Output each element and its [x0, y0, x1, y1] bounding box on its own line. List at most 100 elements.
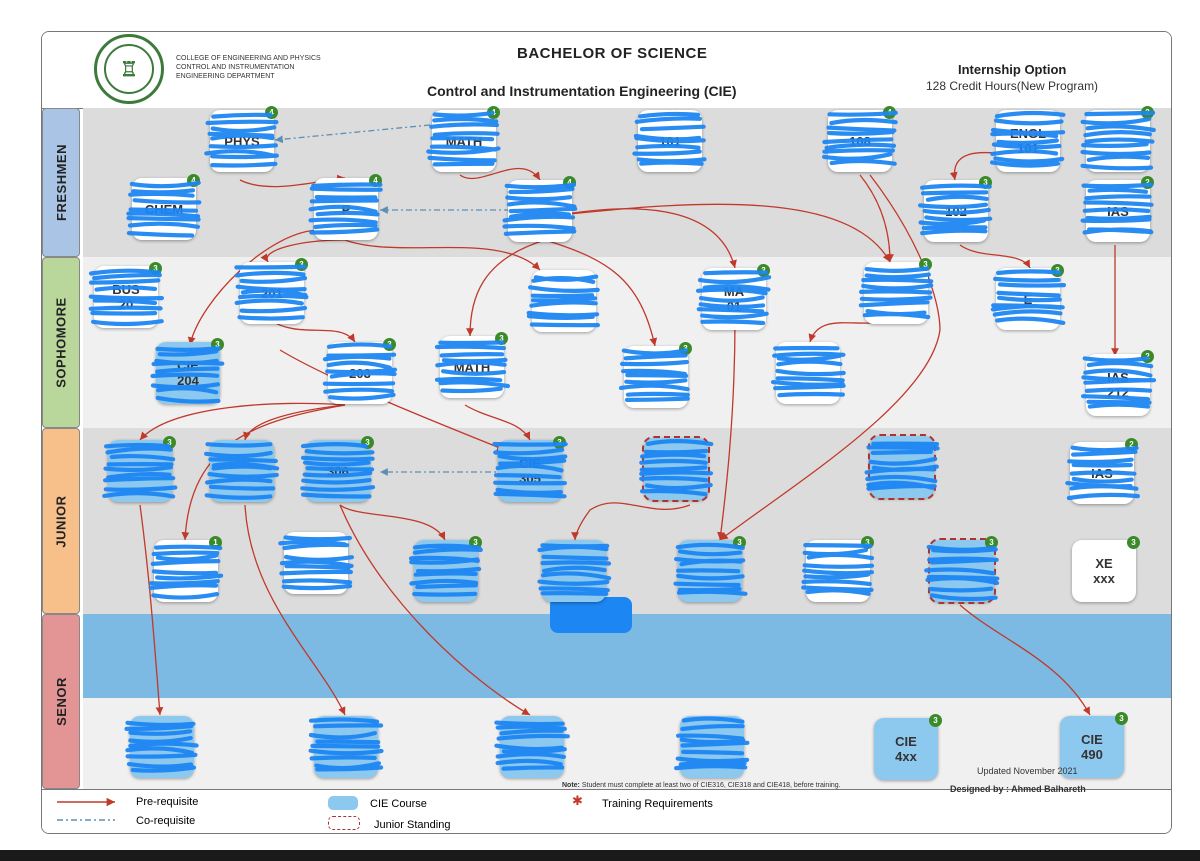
training-note: Note: Student must complete at least two… [562, 782, 841, 789]
year-label-freshmen: FRESHMEN [42, 108, 80, 257]
redaction-scribble [308, 717, 384, 772]
course-number: 4xx [895, 749, 917, 764]
course-j5 [639, 436, 714, 502]
course-number: xxx [1093, 571, 1115, 586]
credit-badge: 3 [149, 262, 162, 275]
program-title: Control and Instrumentation Engineering … [427, 83, 737, 99]
course-code: IAS [1107, 203, 1129, 219]
course-s5: 3 [858, 258, 934, 324]
credit-badge: 3 [929, 714, 942, 727]
credit-badge: 3 [553, 436, 566, 449]
course-number: 204 [177, 373, 199, 388]
department-line-1: CONTROL AND INSTRUMENTATION [176, 64, 295, 71]
course-code: XE [1095, 556, 1113, 571]
credit-badge: 2 [1141, 176, 1154, 189]
credit-badge: 3 [1115, 712, 1128, 725]
course-number: 101 [1017, 141, 1039, 156]
course-code: ENGL [1009, 126, 1047, 141]
credit-badge: 3 [1127, 536, 1140, 549]
plan-header: ♖ COLLEGE OF ENGINEERING AND PHYSICS CON… [42, 32, 1171, 109]
course-number: 101 [659, 133, 681, 149]
course-number: 01 [726, 299, 742, 314]
course-sn4 [674, 716, 750, 778]
course-j12: 3 [673, 536, 748, 602]
redaction-scribble [639, 439, 714, 497]
credit-badge: 3 [469, 536, 482, 549]
credit-badge: 3 [383, 338, 396, 351]
course-sn3 [494, 716, 570, 778]
year-label-junior: JUNIOR [42, 428, 80, 614]
course-ias1: IAS 2 [1080, 176, 1154, 242]
course-j1: 3 [102, 436, 178, 502]
credit-badge: 4 [883, 106, 896, 119]
credit-badge: 4 [563, 176, 576, 189]
credit-badge: 3 [757, 264, 770, 277]
course-code: CIE [1081, 732, 1103, 747]
course-number: 203 [349, 365, 371, 381]
course-math2: 4 [502, 176, 578, 242]
updated-date: Updated November 2021 [977, 766, 1078, 776]
course-s3 [526, 270, 600, 332]
credit-badge: 3 [919, 258, 932, 271]
credit-badge: 4 [487, 106, 500, 119]
course-number: 490 [1081, 747, 1103, 762]
course-number: 201 [261, 285, 283, 301]
credit-badge: 3 [979, 176, 992, 189]
course-j14: 3 [924, 536, 1000, 604]
course-j13: 3 [801, 536, 875, 602]
course-f3: 101 [632, 110, 707, 172]
credit-badge: 2 [1141, 106, 1154, 119]
credit-badge: 4 [369, 174, 382, 187]
course-code: CIE [519, 456, 541, 471]
training-star-icon: ✱ [572, 793, 583, 808]
course-number: 305 [519, 471, 541, 486]
credit-badge: 4 [187, 174, 200, 187]
course-sn2 [308, 716, 384, 778]
course-code: IAS [1107, 370, 1129, 385]
course-j10: 3 [408, 536, 483, 602]
year-label-senior: SENOR [42, 614, 80, 789]
course-code: E [1023, 291, 1033, 307]
course-j8: 1 [148, 536, 224, 602]
redaction-scribble [204, 442, 280, 500]
credit-badge: 3 [985, 536, 998, 549]
course-code: IAS [1091, 465, 1113, 481]
credit-badge: 3 [861, 536, 874, 549]
degree-title: BACHELOR OF SCIENCE [517, 45, 708, 62]
university-logo-icon: ♖ [94, 34, 164, 104]
course-number: 20 [118, 297, 134, 312]
course-code: MATH [445, 133, 483, 149]
course-s11 [770, 342, 846, 404]
legend [42, 789, 1171, 833]
legend-cie-swatch [328, 796, 358, 810]
course-code: BUS [112, 282, 140, 297]
credit-hours: 128 Credit Hours(New Program) [926, 79, 1099, 93]
course-code: CHEM [144, 201, 184, 217]
legend-prereq: Pre-requisite [136, 796, 199, 808]
credit-badge: 4 [265, 106, 278, 119]
course-sn1 [124, 716, 199, 778]
legend-cie-course: CIE Course [370, 798, 427, 810]
course-code: P [341, 201, 351, 217]
redaction-scribble [537, 543, 612, 596]
credit-badge: 3 [361, 436, 374, 449]
course-code: PHYS [224, 133, 260, 149]
course-number: 212 [1107, 385, 1129, 400]
redaction-scribble [674, 716, 750, 771]
elective-scribble [550, 597, 632, 633]
credit-badge: 3 [495, 332, 508, 345]
credit-badge: 3 [679, 342, 692, 355]
